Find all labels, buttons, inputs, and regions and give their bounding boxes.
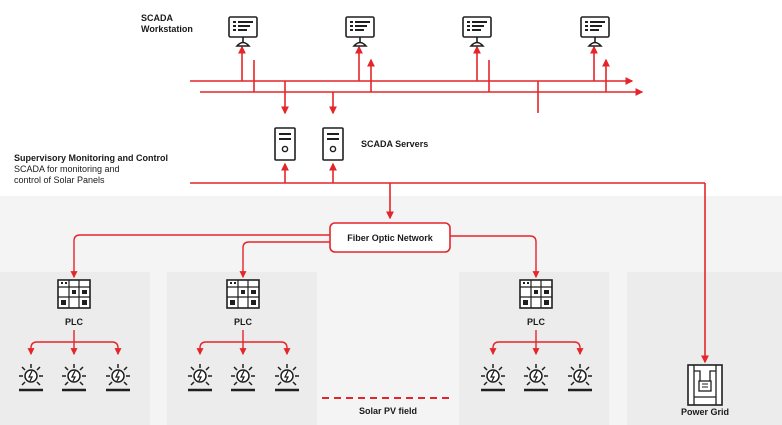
fiber-optic-network-box <box>329 222 451 253</box>
pv-field-label: Solar PV field <box>359 406 417 416</box>
fiber-links <box>27 234 584 356</box>
monitor-icon <box>580 16 610 47</box>
supervisory-desc-line1: SCADA for monitoring and <box>14 164 120 174</box>
plc-icon <box>226 279 260 309</box>
server-icon <box>274 127 296 161</box>
workstation-label-line1: SCADA <box>141 13 174 23</box>
monitor-icon <box>345 16 375 47</box>
plc-icon <box>57 279 91 309</box>
monitor-icon <box>228 16 258 47</box>
fiber-optic-label: Fiber Optic Network <box>347 233 434 243</box>
servers-label: SCADA Servers <box>361 139 428 149</box>
plc-label: PLC <box>527 317 546 327</box>
scada-network-bus <box>190 45 709 364</box>
workstation-label-line2: Workstation <box>141 24 193 34</box>
power-grid-label: Power Grid <box>681 407 729 417</box>
power-grid-icon <box>687 364 723 406</box>
supervisory-title: Supervisory Monitoring and Control <box>14 153 168 163</box>
plc-label: PLC <box>234 317 253 327</box>
server-icon <box>322 127 344 161</box>
monitor-icon <box>462 16 492 47</box>
pv-field-label-bg <box>350 404 426 418</box>
supervisory-desc-line2: control of Solar Panels <box>14 175 105 185</box>
plc-label: PLC <box>65 317 84 327</box>
plc-icon <box>519 279 553 309</box>
